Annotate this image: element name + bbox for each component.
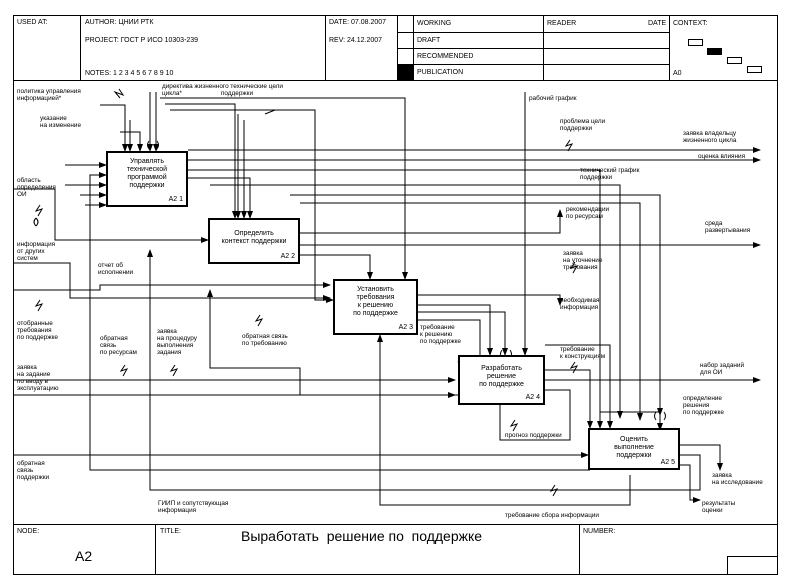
date-field: DATE: 07.08.2007	[329, 19, 387, 26]
arrow-label: определение решения по поддержке	[683, 395, 724, 416]
context-node: A0	[673, 70, 682, 77]
node-value: A2	[75, 548, 93, 564]
arrow-label: набор заданий для ОИ	[700, 362, 745, 376]
author-field: AUTHOR: ЦНИИ РТК	[85, 19, 154, 26]
tunnel-marks	[33, 140, 666, 421]
arrow-label: обратная связь поддержки	[17, 460, 50, 481]
activity-label: Управлять технической программой поддерж…	[126, 158, 168, 189]
activity-number: A2 3	[398, 324, 413, 331]
arrow-label: оценка влияния	[698, 153, 746, 160]
activity-number: A2 2	[280, 253, 295, 260]
status-recommended: RECOMMENDED	[417, 53, 474, 60]
activity-label: Установить требования к решению по подде…	[353, 286, 398, 317]
arrow-label: заявка на исследование	[712, 472, 763, 486]
activity-box-a23[interactable]: Установить требования к решению по подде…	[333, 279, 418, 335]
arrow-label: ГИИП и сопутствующая информация	[158, 500, 229, 514]
activity-label: Оценить выполнение поддержки	[614, 436, 654, 459]
context-label: CONTEXT:	[673, 20, 708, 27]
title-label: TITLE:	[160, 528, 182, 535]
activity-number: A2 4	[525, 394, 540, 401]
context-thumbnail	[688, 39, 762, 73]
activity-box-a25[interactable]: Оценить выполнение поддержки A2 5	[588, 428, 680, 470]
arrow-label: рабочий график	[529, 95, 577, 102]
reader-label: READER	[547, 20, 577, 27]
arrow-label: требование к конструкциям	[560, 346, 606, 360]
arrow-label: технический график поддержки	[580, 167, 640, 181]
notes-field: NOTES: 1 2 3 4 5 6 7 8 9 10	[85, 70, 174, 77]
arrow-label: среда развертывания	[705, 220, 751, 234]
arrow-label: обратная связь по ресурсам	[100, 335, 137, 356]
arrow-label: заявка на уточнение требования	[563, 250, 603, 271]
arrow-label: результаты оценки	[702, 500, 736, 514]
publication-marker	[397, 64, 413, 80]
arrow-label: необходимая информация	[560, 297, 600, 311]
arrow-label: директива жизненного технические цели ци…	[162, 83, 283, 97]
activity-number: A2 5	[660, 459, 675, 466]
activity-box-a21[interactable]: Управлять технической программой поддерж…	[106, 151, 188, 207]
arrow-label: отобранные требования по поддержке	[17, 320, 58, 341]
node-label: NODE:	[17, 528, 40, 535]
arrow-label: отчет об исполнении	[98, 262, 134, 276]
project-field: PROJECT: ГОСТ Р ИСО 10303-239	[85, 37, 199, 44]
arrow-label: требование сбора информации	[505, 512, 599, 519]
status-working: WORKING	[417, 20, 452, 27]
arrow-label: политика управления информацией*	[17, 88, 81, 102]
arrow-label: заявка на процедуру выполнения задания	[157, 328, 197, 356]
arrow-label: указание на изменение	[40, 115, 82, 129]
status-draft: DRAFT	[417, 37, 441, 44]
status-publication: PUBLICATION	[417, 69, 464, 76]
activity-label: Определить контекст поддержки	[221, 230, 287, 245]
arrow-label: заявка на задание по вводу в эксплуатаци…	[17, 364, 59, 392]
arrow-label: проблема цели поддержки	[560, 118, 606, 132]
number-label: NUMBER:	[583, 528, 616, 535]
arrow-label: рекомендации по ресурсам	[566, 206, 610, 220]
rev-field: REV: 24.12.2007	[329, 37, 383, 44]
arrow-label: требование к решению по поддержке	[420, 324, 461, 345]
arrow-label: область определения ОИ	[17, 177, 56, 198]
reader-date-label: DATE	[648, 20, 667, 27]
squiggle-connectors	[34, 88, 579, 497]
activity-number: A2 1	[168, 196, 183, 203]
arrow-label: обратная связь по требованию	[242, 333, 288, 347]
arrow-label: информация от других систем	[17, 241, 56, 262]
page-title: Выработать решение по поддержке	[241, 528, 483, 544]
used-at-label: USED AT:	[17, 19, 48, 26]
arrow-label: прогноз поддержки	[505, 432, 562, 439]
arrow-network	[14, 92, 761, 506]
activity-label: Разработать решение по поддержке	[479, 365, 524, 388]
arrow-label: заявка владельцу жизненного цикла	[683, 130, 737, 144]
activity-box-a22[interactable]: Определить контекст поддержки A2 2	[208, 218, 300, 264]
activity-box-a24[interactable]: Разработать решение по поддержке A2 4	[458, 355, 545, 405]
